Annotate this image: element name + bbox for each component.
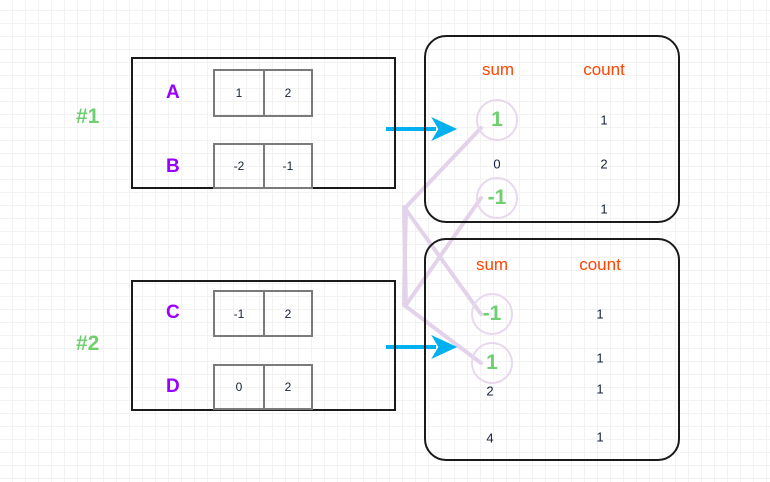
cell-c-0: -1: [233, 306, 245, 321]
row-label-d: D: [166, 376, 180, 397]
panel-1-count-header: count: [583, 60, 625, 79]
cell-pair-c: -1 2: [213, 290, 313, 337]
panel-2-sum-3: 4: [486, 430, 494, 446]
panel-2-count-header: count: [579, 255, 621, 274]
panel-1-sum-1: 0: [493, 156, 501, 172]
cell-b-1: -1: [262, 145, 311, 187]
panel-2-count-3: 1: [596, 429, 604, 445]
panel-1-highlight-circle-2: [476, 177, 518, 219]
agg-panel-2: [424, 238, 680, 461]
cell-pair-a: 1 2: [213, 69, 313, 117]
cell-pair-b: -2 -1: [213, 143, 313, 189]
group-label-1: #1: [76, 105, 100, 128]
cell-b-0: -2: [233, 159, 245, 173]
group-label-2: #2: [76, 332, 100, 355]
row-label-a: A: [166, 82, 180, 103]
panel-2-highlight-circle-1: [471, 342, 513, 384]
panel-1-highlight-circle-0: [476, 99, 518, 141]
panel-2-count-1: 1: [596, 350, 604, 366]
cell-d-0: 0: [235, 380, 243, 394]
matrix-box-group-2: [131, 280, 396, 411]
panel-2-sum-0: -1: [482, 302, 502, 325]
panel-1-sum-header: sum: [481, 60, 515, 79]
cell-c-1: 2: [262, 292, 311, 335]
row-label-c: C: [166, 302, 180, 323]
panel-2-highlight-circle-0: [471, 293, 513, 335]
panel-1-count-0: 1: [600, 112, 608, 128]
panel-1-count-2: 1: [600, 201, 608, 217]
cell-a-1: 2: [262, 71, 311, 115]
cell-a-0: 1: [235, 86, 243, 100]
panel-1-sum-0: 1: [491, 108, 503, 131]
panel-2-count-0: 1: [596, 306, 604, 322]
panel-1-count-1: 2: [600, 156, 608, 172]
panel-1-sum-2: -1: [487, 186, 507, 209]
panel-2-sum-header: sum: [475, 255, 509, 274]
row-label-b: B: [166, 156, 180, 177]
panel-2-sum-2: 2: [486, 383, 494, 399]
agg-panel-1: [424, 35, 680, 223]
cell-d-1: 2: [262, 366, 311, 408]
cell-pair-d: 0 2: [213, 364, 313, 410]
panel-2-sum-1: 1: [486, 351, 498, 374]
panel-2-count-2: 1: [596, 381, 604, 397]
